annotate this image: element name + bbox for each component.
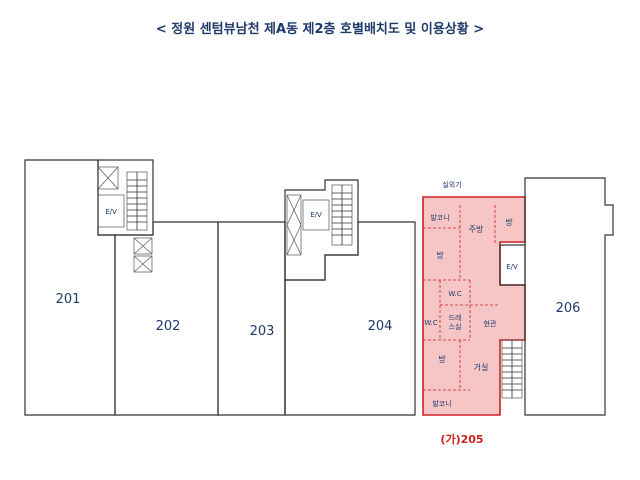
unit-203-label: 203 [250, 324, 275, 339]
unit-205-caption: (가)205 [440, 432, 483, 446]
page-title: < 정원 센텀뷰남천 제A동 제2층 호별배치도 및 이용상황 > [155, 22, 485, 37]
unit-204[interactable]: 204 [284, 221, 416, 416]
middle-core: E/V [284, 179, 359, 281]
unit-203[interactable]: 203 [217, 221, 286, 416]
balcony-top-label: 발코니 [430, 213, 449, 222]
balcony-bottom-label: 발코니 [432, 399, 451, 408]
unit-202-label: 202 [156, 319, 181, 334]
wc-right-label: W.C [448, 290, 461, 298]
entrance-label: 현관 [484, 319, 497, 328]
unit-206-label: 206 [556, 301, 581, 316]
stair-left-icon [126, 171, 148, 231]
unit-201-label: 201 [56, 292, 81, 307]
unit-206[interactable]: 206 [524, 177, 614, 416]
stair-middle-icon [331, 184, 353, 246]
ev-right-label: E/V [506, 263, 518, 271]
unit-202[interactable]: 202 [114, 221, 219, 416]
ev-left-label: E/V [105, 208, 117, 216]
kitchen-label: 주방 [469, 224, 484, 234]
left-core: E/V [97, 159, 154, 273]
living-room-label: 거실 [474, 362, 489, 372]
unit-204-label: 204 [368, 319, 393, 334]
room-upper-label: 방 [436, 250, 444, 260]
room-lower-label: 방 [438, 354, 446, 364]
stair-right-icon [501, 339, 523, 399]
room-top-right-label: 방 [505, 217, 513, 227]
unit-201[interactable]: 201 [24, 159, 116, 416]
outdoor-unit-label: 실외기 [442, 180, 461, 189]
wc-left-label: W.C [424, 319, 437, 327]
ev-middle-label: E/V [310, 211, 322, 219]
